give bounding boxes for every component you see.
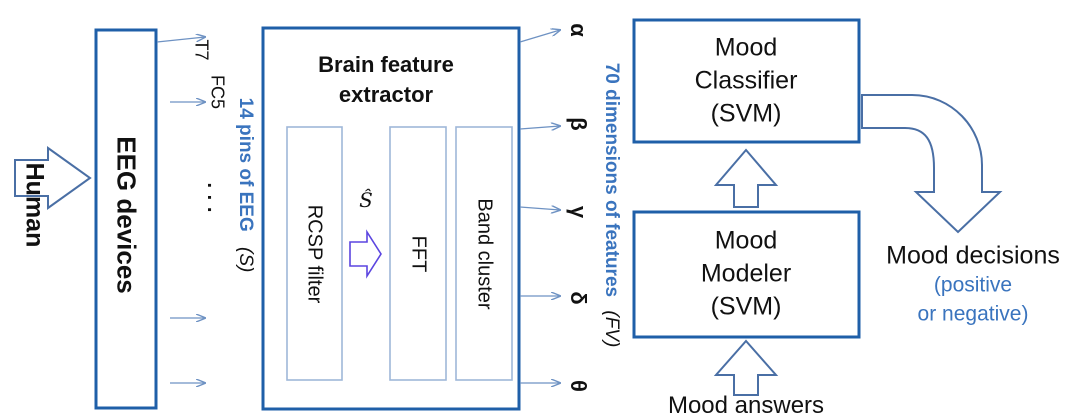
band-alpha: α (566, 23, 591, 37)
rcsp-filter-label: RCSP filter (303, 204, 326, 304)
classifier-line1: Mood (714, 33, 778, 62)
pins-symbol: (S) (235, 247, 256, 273)
mood-decisions: Mood decisions (positive or negative) (886, 242, 1060, 329)
classifier-line2: Classifier (694, 66, 798, 95)
extractor-title-line1: Brain feature (318, 52, 454, 77)
modeler-line3: (SVM) (710, 292, 782, 321)
human-arrow (14, 146, 92, 210)
eeg-output-arrows (156, 37, 205, 383)
extractor-title: Brain feature extractor (318, 50, 454, 110)
modeler-line2: Modeler (700, 259, 792, 288)
band-arrow-gamma (519, 207, 560, 210)
rcsp-filter-box (286, 126, 343, 381)
modeler-to-classifier-arrow (713, 148, 779, 208)
band-cluster-box (455, 126, 513, 381)
modeler-line1: Mood (714, 226, 778, 255)
s-hat-label: Ŝ (359, 188, 373, 212)
mood-classifier-box (632, 18, 861, 144)
mood-modeler-box (632, 210, 861, 339)
channel-t7: T7 (191, 39, 212, 61)
channel-ellipsis: · · · (197, 182, 220, 214)
band-arrow-beta (519, 126, 560, 129)
features-symbol: (FV) (601, 310, 622, 348)
classifier-to-decisions-arrow (861, 94, 1003, 234)
band-output-arrows (519, 30, 560, 383)
fft-box (389, 126, 447, 381)
band-cluster-label: Band cluster (473, 198, 496, 310)
decisions-sub2: or negative) (917, 302, 1029, 326)
eeg-devices-label: EEG devices (111, 136, 142, 294)
mood-answers: Mood answers (667, 392, 825, 419)
rcsp-to-fft-arrow (349, 229, 382, 279)
decisions-sub1: (positive (933, 273, 1013, 297)
band-theta: θ (566, 380, 591, 392)
decisions-title: Mood decisions (886, 241, 1060, 270)
pins-title-text: 14 pins of EEG (235, 97, 256, 232)
pins-title: 14 pins of EEG (S) (234, 98, 256, 273)
fft-label: FFT (407, 235, 430, 273)
human-label: Human (20, 162, 49, 248)
eeg-arrow-1 (156, 37, 205, 43)
band-gamma: γ (566, 205, 591, 219)
band-beta: β (566, 117, 591, 131)
eeg-devices-box (94, 28, 158, 410)
band-arrow-alpha (519, 30, 560, 43)
mood-modeler-text: Mood Modeler (SVM) (701, 225, 791, 324)
features-title: 70 dimensions of features (FV) (600, 63, 622, 348)
mood-classifier-text: Mood Classifier (SVM) (695, 32, 798, 131)
classifier-line3: (SVM) (710, 99, 782, 128)
channel-fc5: FC5 (207, 74, 228, 110)
features-title-text: 70 dimensions of features (601, 62, 622, 298)
answers-to-modeler-arrow (713, 339, 779, 396)
band-delta: δ (566, 291, 591, 305)
extractor-title-line2: extractor (338, 82, 434, 107)
